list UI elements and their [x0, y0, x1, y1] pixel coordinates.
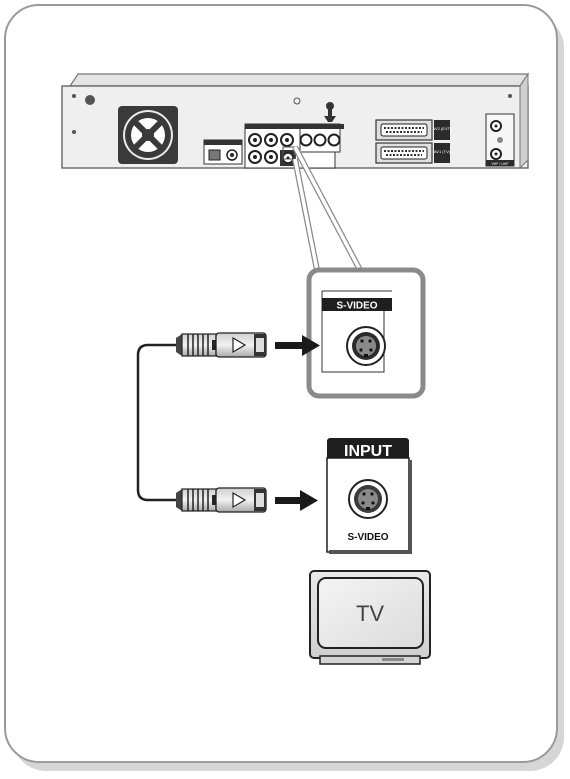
tv-input-svideo-label: S-VIDEO	[347, 532, 388, 543]
tv-input-panel: INPUT S-VIDEO	[326, 438, 412, 554]
arrow-right-icon	[275, 335, 320, 356]
tv-icon: TV	[309, 570, 431, 665]
rf-antenna-block: VHF / UHF	[485, 113, 515, 167]
scart-av2: AV2 (EXT)	[375, 119, 452, 141]
plug-direction-icon	[232, 336, 247, 354]
tv-input-header: INPUT	[344, 443, 392, 460]
fan-icon	[118, 106, 178, 164]
recorder-rear-panel: AV2 (EXT) AV1 (TV) VHF / UHF	[61, 72, 530, 170]
plug-direction-icon	[232, 491, 247, 509]
tv-screen-label: TV	[356, 601, 384, 626]
scart-av1: AV1 (TV)	[375, 142, 451, 164]
zoom-guide	[282, 145, 363, 272]
svideo-cable	[136, 343, 180, 502]
svideo-plug-bottom	[176, 487, 267, 513]
svideo-plug-top	[176, 332, 267, 358]
svideo-jack-icon	[346, 326, 386, 366]
component-jacks-block	[296, 123, 344, 153]
digital-audio-out	[203, 139, 243, 165]
antenna-icon	[324, 102, 336, 122]
svideo-callout: S-VIDEO	[306, 267, 426, 399]
scart-av2-label: AV2 (EXT)	[433, 126, 452, 131]
scart-av1-label: AV1 (TV)	[434, 149, 451, 154]
callout-svideo-label: S-VIDEO	[336, 301, 377, 312]
svideo-jack-icon	[348, 479, 388, 519]
rf-tag-label: VHF / UHF	[491, 162, 508, 166]
arrow-right-icon	[275, 490, 318, 511]
